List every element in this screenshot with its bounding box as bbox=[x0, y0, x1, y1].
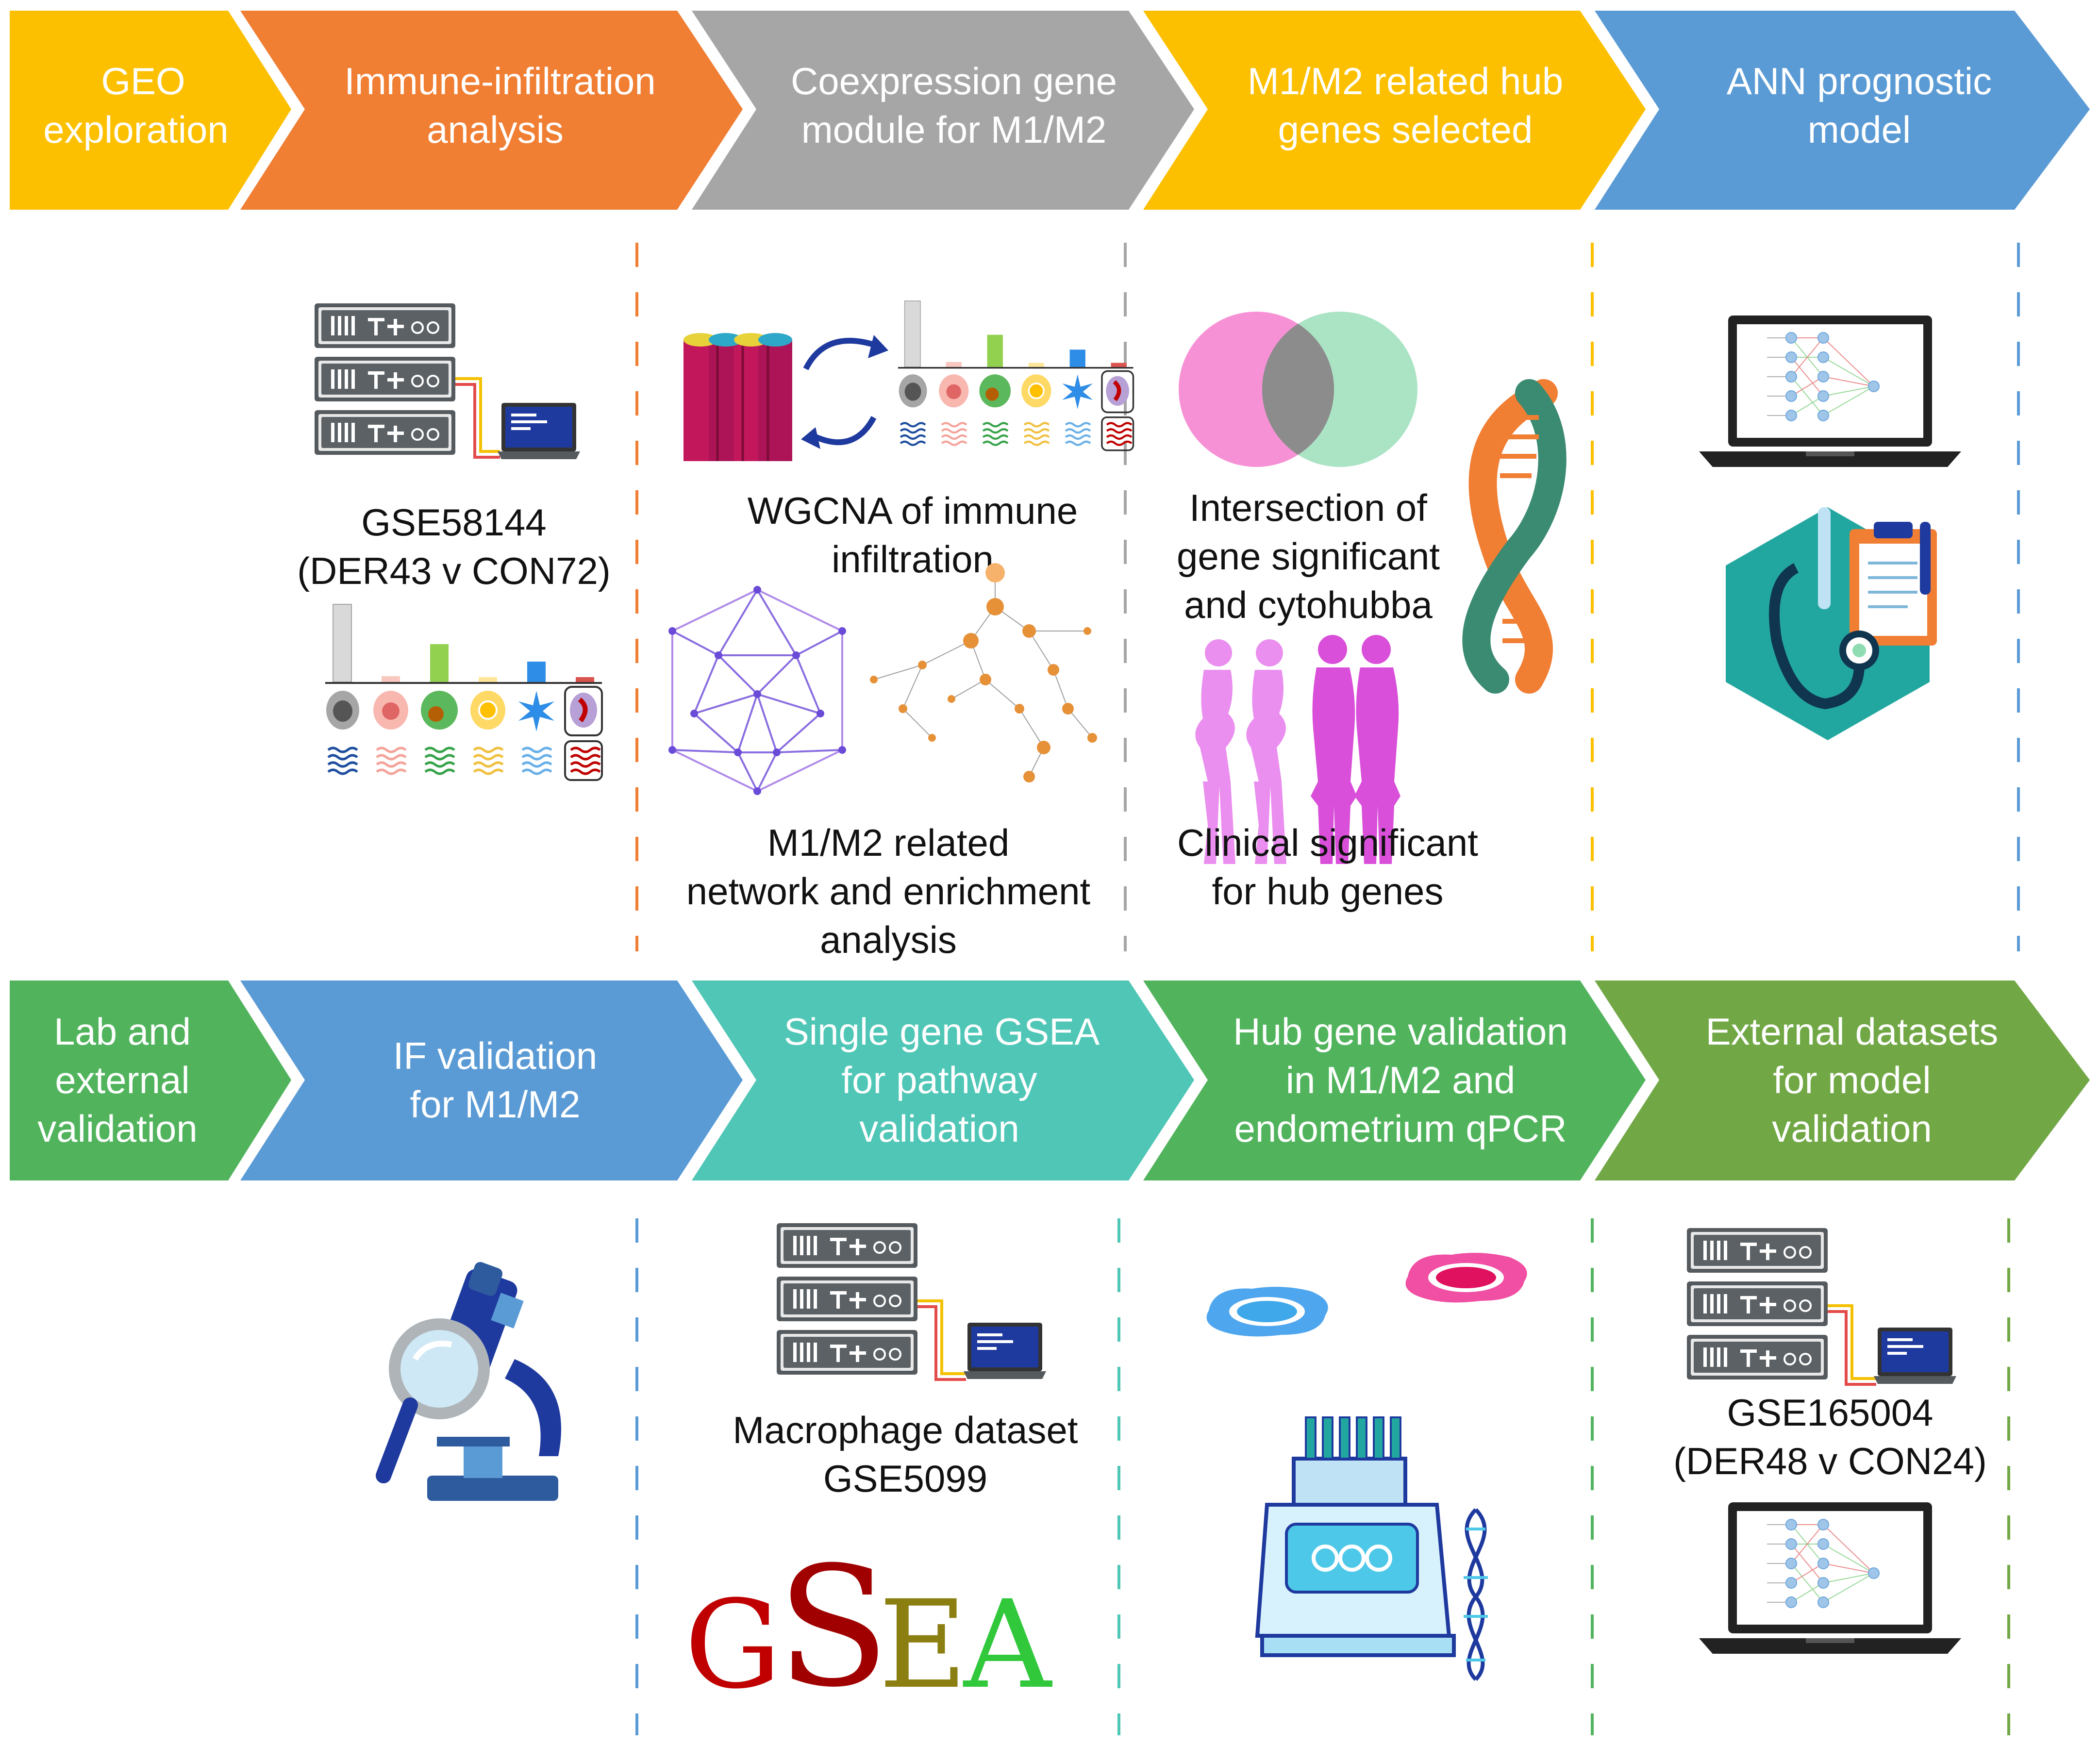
server-rack-icon bbox=[776, 1222, 966, 1381]
bottom-stage-hub-gene-qpcr: Hub gene validation in M1/M2 and endomet… bbox=[1143, 981, 1646, 1180]
macrophage-caption-line1: Macrophage dataset bbox=[733, 1409, 1078, 1451]
dna-helix-icon bbox=[1462, 379, 1567, 694]
cycle-arrows-icon bbox=[801, 335, 888, 449]
laptop-icon bbox=[1874, 1328, 1956, 1384]
stage-label-line1: Hub gene validation bbox=[1233, 1010, 1568, 1053]
clinical-caption-line2: for hub genes bbox=[1212, 870, 1443, 913]
network-caption-line3: analysis bbox=[820, 918, 957, 961]
external-caption-line1: GSE165004 bbox=[1727, 1391, 1933, 1434]
gsea-letter-e: E bbox=[879, 1574, 967, 1715]
laptop-icon bbox=[964, 1323, 1046, 1379]
stage-label-line1: Lab and bbox=[54, 1010, 191, 1053]
stage-label-line2: for model bbox=[1773, 1059, 1931, 1101]
stage-label-line1: ANN prognostic bbox=[1727, 60, 1992, 102]
stage-label-line3: validation bbox=[1772, 1107, 1932, 1150]
bottom-stage-single-gene-gsea: Single gene GSEA for pathway validation bbox=[692, 981, 1194, 1180]
gsea-letter-g: G bbox=[684, 1574, 782, 1715]
dna-helix-icon bbox=[1464, 1508, 1488, 1681]
wgcna-caption-line1: WGCNA of immune bbox=[748, 489, 1078, 532]
stage-label-line2: external bbox=[55, 1059, 190, 1101]
server-rack-icon bbox=[1686, 1227, 1876, 1386]
bottom-stage-external-datasets: External datasets for model validation bbox=[1595, 981, 2090, 1180]
network-caption-line1: M1/M2 related bbox=[767, 821, 1010, 864]
gsea-letter-s: S bbox=[777, 1531, 890, 1724]
stage-label-line2: model bbox=[1808, 108, 1911, 151]
top-stage-ann-model: ANN prognostic model bbox=[1595, 11, 2090, 210]
top-stage-immune-infiltration: Immune-infiltration analysis bbox=[240, 11, 743, 210]
enrichment-network-icon bbox=[870, 563, 1097, 782]
stage-label-line1: Coexpression gene bbox=[791, 60, 1117, 102]
stage-label-line2: in M1/M2 and bbox=[1286, 1059, 1516, 1101]
intersection-caption-line3: and cytohubba bbox=[1184, 583, 1433, 626]
intersection-caption-line2: gene significant bbox=[1177, 535, 1440, 578]
pregnant-women-icon bbox=[1195, 635, 1400, 864]
stage-label-line1: M1/M2 related hub bbox=[1248, 60, 1563, 102]
hexagon-network-icon bbox=[668, 586, 846, 795]
stethoscope-clipboard-icon bbox=[1726, 507, 1937, 740]
top-stage-coexpression-module: Coexpression gene module for M1/M2 bbox=[692, 11, 1194, 210]
stage-label-line2: genes selected bbox=[1278, 108, 1533, 151]
stage-label-line3: validation bbox=[37, 1107, 198, 1150]
external-caption-line2: (DER48 v CON24) bbox=[1673, 1440, 1987, 1482]
gsea-logo: G S E A bbox=[684, 1531, 1052, 1724]
top-stage-hub-genes: M1/M2 related hub genes selected bbox=[1143, 11, 1646, 210]
venn-diagram-icon bbox=[1179, 312, 1417, 467]
stage-label-line1: GEO bbox=[101, 60, 185, 102]
neural-network-laptop-icon bbox=[1699, 315, 1962, 467]
server-rack-icon bbox=[314, 302, 500, 459]
pcr-machine-icon bbox=[1255, 1416, 1456, 1657]
stage-label-line2: module for M1/M2 bbox=[801, 108, 1107, 151]
stage-label-line3: validation bbox=[859, 1107, 1019, 1150]
immune-cell-bar-chart-icon bbox=[325, 604, 602, 780]
gsea-letter-a: A bbox=[963, 1574, 1052, 1715]
stage-label-line2: exploration bbox=[43, 108, 229, 151]
neural-network-laptop-icon bbox=[1699, 1502, 1962, 1654]
laptop-icon bbox=[498, 403, 580, 459]
stage-label-line1: External datasets bbox=[1706, 1010, 1999, 1053]
macrophage-caption-line2: GSE5099 bbox=[823, 1457, 987, 1500]
geo-caption-line2: (DER43 v CON72) bbox=[297, 549, 611, 592]
stage-label-line2: analysis bbox=[427, 108, 564, 151]
bottom-stage-if-validation: IF validation for M1/M2 bbox=[240, 981, 743, 1180]
immune-cell-bar-chart-icon bbox=[898, 301, 1133, 450]
stage-label-line2: for pathway bbox=[841, 1059, 1037, 1101]
intersection-caption-line1: Intersection of bbox=[1189, 486, 1427, 529]
network-caption-line2: network and enrichment bbox=[686, 870, 1091, 913]
column-dividers bbox=[635, 243, 2020, 1735]
wgcna-caption-line2: infiltration bbox=[832, 538, 994, 581]
cylinder-bundle-icon bbox=[683, 333, 792, 461]
stage-label-line1: IF validation bbox=[393, 1034, 598, 1077]
clinical-caption-line1: Clinical significant bbox=[1177, 821, 1478, 864]
stage-label-line3: endometrium qPCR bbox=[1234, 1107, 1567, 1150]
stage-label-line1: Single gene GSEA bbox=[784, 1010, 1100, 1053]
stage-label-line2: for M1/M2 bbox=[410, 1083, 580, 1126]
stage-label-line1: Immune-infiltration bbox=[344, 60, 656, 102]
microscope-icon bbox=[376, 1262, 561, 1501]
geo-caption-line1: GSE58144 bbox=[361, 501, 547, 544]
bottom-stage-lab-validation: Lab and external validation bbox=[10, 981, 291, 1180]
macrophage-cells-icon bbox=[1206, 1253, 1527, 1337]
top-stage-geo-exploration: GEO exploration bbox=[10, 11, 291, 210]
